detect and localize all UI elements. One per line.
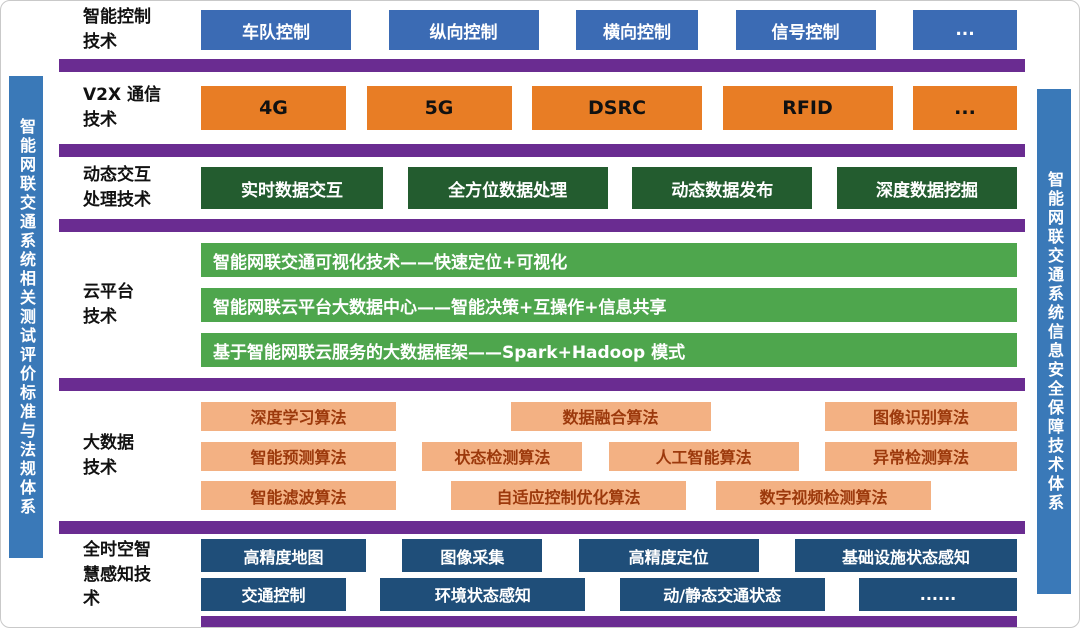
box-intelligent-filtering: 智能滤波算法 — [201, 481, 396, 511]
row-dynamic-interaction: 动态交互 处理技术 实时数据交互 全方位数据处理 动态数据发布 深度数据挖掘 — [59, 157, 1025, 219]
bar-spark-hadoop-framework: 基于智能网联云服务的大数据框架——Spark+Hadoop 模式 — [201, 333, 1017, 367]
row-intelligent-control: 智能控制 技术 车队控制 纵向控制 横向控制 信号控制 ... — [59, 1, 1025, 59]
right-security-sidebar: 智能网联交通系统信息安全保障技术体系 — [1037, 89, 1071, 594]
box-environment-state: 环境状态感知 — [380, 577, 586, 611]
left-standards-sidebar: 智能网联交通系统相关测试评价标准与法规体系 — [9, 76, 43, 558]
separator-bar-2 — [59, 144, 1025, 157]
box-image-recognition: 图像识别算法 — [825, 401, 1017, 431]
row-boxes-big-data: 深度学习算法 数据融合算法 图像识别算法 智能预测算法 状态检测算法 人工智能算… — [201, 391, 1025, 521]
box-5g: 5G — [366, 86, 512, 130]
box-comm-more: ... — [913, 86, 1017, 130]
box-traffic-control: 交通控制 — [201, 577, 346, 611]
box-4g: 4G — [201, 86, 346, 130]
box-image-capture: 图像采集 — [402, 539, 543, 573]
row-v2x-communication: V2X 通信 技术 4G 5G DSRC RFID ... — [59, 72, 1025, 144]
row-boxes-cloud-platform: 智能网联交通可视化技术——快速定位+可视化 智能网联云平台大数据中心——智能决策… — [201, 232, 1025, 378]
row-label-cloud-platform: 云平台 技术 — [83, 282, 134, 327]
bar-visualization-tech: 智能网联交通可视化技术——快速定位+可视化 — [201, 243, 1017, 277]
separator-bar-1 — [59, 59, 1025, 72]
row-label-dynamic-interaction: 动态交互 处理技术 — [83, 165, 151, 210]
row-boxes-perception: 高精度地图 图像采集 高精度定位 基础设施状态感知 交通控制 环境状态感知 动/… — [201, 534, 1025, 616]
box-lateral-control: 横向控制 — [576, 10, 698, 50]
row-label-big-data: 大数据 技术 — [83, 433, 134, 478]
box-signal-control: 信号控制 — [735, 10, 876, 50]
left-standards-sidebar-label: 智能网联交通系统相关测试评价标准与法规体系 — [17, 117, 36, 517]
row-boxes-v2x: 4G 5G DSRC RFID ... — [201, 72, 1025, 144]
box-fleet-control: 车队控制 — [201, 10, 351, 50]
diagram-body: 智能控制 技术 车队控制 纵向控制 横向控制 信号控制 ... V2X 通信 技… — [59, 1, 1025, 627]
row-boxes-dynamic-interaction: 实时数据交互 全方位数据处理 动态数据发布 深度数据挖掘 — [201, 157, 1025, 219]
big-data-sub-row-3: 智能滤波算法 自适应控制优化算法 数字视频检测算法 — [201, 481, 1017, 511]
box-intelligent-prediction: 智能预测算法 — [201, 441, 396, 471]
box-dynamic-data-publish: 动态数据发布 — [632, 167, 813, 209]
row-cloud-platform: 云平台 技术 智能网联交通可视化技术——快速定位+可视化 智能网联云平台大数据中… — [59, 232, 1025, 378]
box-adaptive-control-optimization: 自适应控制优化算法 — [451, 481, 686, 511]
box-control-more: ... — [913, 10, 1017, 50]
row-perception: 全时空智 慧感知技 术 高精度地图 图像采集 高精度定位 基础设施状态感知 交通… — [59, 534, 1025, 616]
box-deep-data-mining: 深度数据挖掘 — [836, 167, 1017, 209]
box-dsrc: DSRC — [532, 86, 702, 130]
box-hd-map: 高精度地图 — [201, 539, 366, 573]
box-anomaly-detection: 异常检测算法 — [824, 441, 1017, 471]
perception-sub-row-1: 高精度地图 图像采集 高精度定位 基础设施状态感知 — [201, 539, 1017, 573]
box-rfid: RFID — [722, 86, 893, 130]
row-boxes-intelligent-control: 车队控制 纵向控制 横向控制 信号控制 ... — [201, 1, 1025, 59]
box-data-fusion: 数据融合算法 — [510, 401, 711, 431]
box-omni-data-processing: 全方位数据处理 — [407, 167, 608, 209]
perception-sub-row-2: 交通控制 环境状态感知 动/静态交通状态 ...... — [201, 577, 1017, 611]
box-infrastructure-state: 基础设施状态感知 — [794, 539, 1017, 573]
box-dynamic-static-traffic: 动/静态交通状态 — [619, 577, 825, 611]
box-hd-positioning: 高精度定位 — [578, 539, 759, 573]
big-data-sub-row-1: 深度学习算法 数据融合算法 图像识别算法 — [201, 401, 1017, 431]
row-label-perception: 全时空智 慧感知技 术 — [83, 540, 151, 610]
separator-bar-3 — [59, 219, 1025, 232]
box-deep-learning: 深度学习算法 — [201, 401, 396, 431]
separator-bar-4 — [59, 378, 1025, 391]
row-label-intelligent-control: 智能控制 技术 — [83, 7, 151, 52]
box-digital-video-detection: 数字视频检测算法 — [716, 481, 931, 511]
box-longitudinal-control: 纵向控制 — [388, 10, 539, 50]
row-big-data: 大数据 技术 深度学习算法 数据融合算法 图像识别算法 智能预测算法 状态检测算… — [59, 391, 1025, 521]
row-label-v2x-communication: V2X 通信 技术 — [83, 85, 162, 130]
bar-big-data-center: 智能网联云平台大数据中心——智能决策+互操作+信息共享 — [201, 288, 1017, 322]
box-state-detection: 状态检测算法 — [422, 441, 583, 471]
big-data-sub-row-2: 智能预测算法 状态检测算法 人工智能算法 异常检测算法 — [201, 441, 1017, 471]
right-security-sidebar-label: 智能网联交通系统信息安全保障技术体系 — [1045, 170, 1064, 513]
box-realtime-data-exchange: 实时数据交互 — [201, 167, 383, 209]
box-ai-algorithm: 人工智能算法 — [608, 441, 799, 471]
box-perception-more: ...... — [858, 577, 1017, 611]
separator-bar-bottom — [201, 616, 1017, 627]
separator-bar-5 — [59, 521, 1025, 534]
